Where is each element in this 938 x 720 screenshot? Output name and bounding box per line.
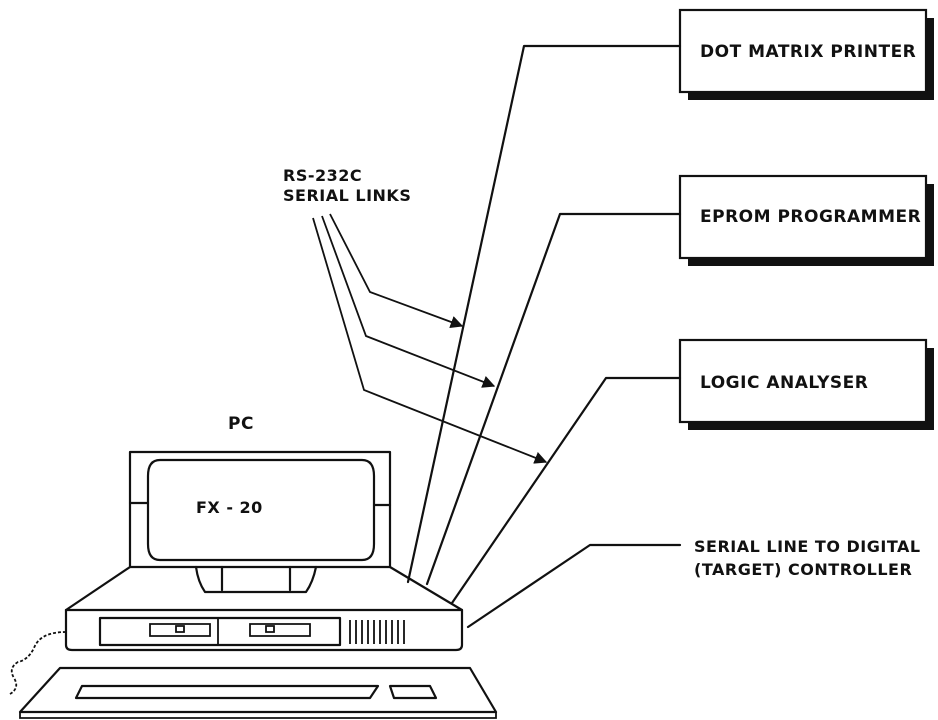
link-line-logic bbox=[452, 378, 680, 603]
serial-links-label-line2: SERIAL LINKS bbox=[283, 186, 411, 205]
device-label-eprom-programmer: EPROM PROGRAMMER bbox=[700, 207, 921, 227]
link-line-eprom bbox=[427, 214, 680, 584]
keyboard bbox=[20, 668, 496, 718]
device-label-logic-analyser: LOGIC ANALYSER bbox=[700, 373, 868, 393]
link-line-printer bbox=[408, 46, 680, 582]
keyboard-cable bbox=[10, 632, 66, 694]
device-label-dot-matrix-printer: DOT MATRIX PRINTER bbox=[700, 42, 916, 62]
arrow-to-logic-line bbox=[313, 218, 546, 462]
target-label-line1: SERIAL LINE TO DIGITAL bbox=[694, 537, 921, 556]
arrow-to-printer-line bbox=[330, 214, 462, 326]
device-box-eprom-programmer: EPROM PROGRAMMER bbox=[680, 176, 934, 266]
pc-label: PC bbox=[228, 414, 254, 434]
system-unit bbox=[66, 567, 462, 650]
device-box-dot-matrix-printer: DOT MATRIX PRINTER bbox=[680, 10, 934, 100]
link-line-target bbox=[468, 545, 680, 627]
screen-label: FX - 20 bbox=[196, 498, 263, 517]
target-label-line2: (TARGET) CONTROLLER bbox=[694, 560, 912, 579]
monitor: FX - 20 bbox=[130, 452, 390, 592]
serial-links-label-line1: RS-232C bbox=[283, 166, 362, 185]
device-box-logic-analyser: LOGIC ANALYSER bbox=[680, 340, 934, 430]
